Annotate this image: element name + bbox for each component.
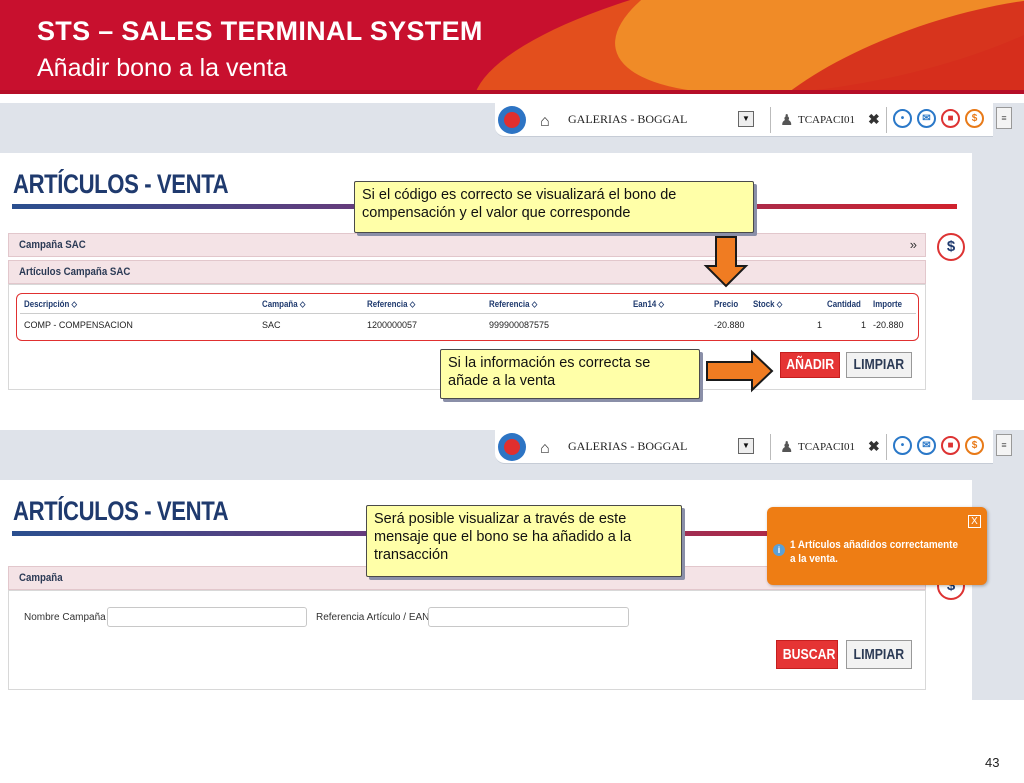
lock-icon[interactable]: ■ <box>941 109 960 128</box>
section-articles-campaign: Artículos Campaña SAC <box>8 260 926 284</box>
campaign-form <box>8 590 926 690</box>
table-cell: -20.880 <box>714 320 745 330</box>
callout-toast-message: Será posible visualizar a través de este… <box>366 505 682 577</box>
table-cell: 1 <box>817 320 823 330</box>
store-select[interactable]: GALERIAS - BOGGAL <box>568 439 688 453</box>
table-cell: 999900087575 <box>489 320 550 330</box>
table-cell: 1200000057 <box>367 320 418 330</box>
home-icon[interactable]: ⌂ <box>540 440 550 457</box>
dropdown-arrow-icon[interactable]: ▼ <box>738 111 754 127</box>
clear-button-label: LIMPIAR <box>853 356 905 373</box>
header-divider <box>20 313 916 314</box>
add-button-label: AÑADIR <box>786 356 835 373</box>
user-name: TCAPACI01 <box>798 441 856 453</box>
logo-icon[interactable] <box>498 433 526 461</box>
clear-button[interactable]: LIMPIAR <box>846 640 912 669</box>
table-cell: 1 <box>861 320 867 330</box>
table-cell: SAC <box>262 320 281 330</box>
callout-info-correct: Si la información es correcta se añade a… <box>440 349 700 399</box>
lock-icon[interactable]: ■ <box>941 436 960 455</box>
column-header[interactable]: Precio <box>714 299 739 309</box>
slide-header: STS – SALES TERMINAL SYSTEM Añadir bono … <box>0 0 1024 94</box>
clear-button[interactable]: LIMPIAR <box>846 352 912 378</box>
document-icon[interactable]: ≡ <box>996 434 1012 456</box>
document-icon[interactable]: ≡ <box>996 107 1012 129</box>
mail-icon[interactable]: ✉ <box>917 436 936 455</box>
column-header[interactable]: Referencia ⬦ <box>489 299 538 309</box>
table-cell: -20.880 <box>873 320 904 330</box>
dollar-icon[interactable]: $ <box>965 436 984 455</box>
campaign-name-label: Nombre Campaña <box>24 612 106 623</box>
section-label: Campaña SAC <box>19 239 86 251</box>
add-button[interactable]: AÑADIR <box>780 352 840 378</box>
info-icon: i <box>773 544 785 556</box>
close-icon[interactable]: ✖ <box>868 111 880 127</box>
page-number: 43 <box>985 755 1000 770</box>
toast-message: 1 Artículos añadidos correctamente a la … <box>790 539 958 565</box>
slide-title: STS – SALES TERMINAL SYSTEM <box>37 16 483 46</box>
callout-code-correct: Si el código es correcto se visualizará … <box>354 181 754 233</box>
chat-icon[interactable]: • <box>893 436 912 455</box>
column-header[interactable]: Cantidad <box>827 299 861 309</box>
search-button[interactable]: BUSCAR <box>776 640 838 669</box>
user-icon: ♟ <box>780 112 794 129</box>
user-name: TCAPACI01 <box>798 114 856 126</box>
dropdown-arrow-icon[interactable]: ▼ <box>738 438 754 454</box>
reference-input[interactable] <box>428 607 629 627</box>
table-cell: COMP - COMPENSACION <box>24 320 133 330</box>
table-highlight <box>16 293 919 341</box>
close-icon[interactable]: ✖ <box>868 438 880 454</box>
section-label: Campaña <box>19 572 63 584</box>
home-icon[interactable]: ⌂ <box>540 113 550 130</box>
column-header[interactable]: Stock ⬦ <box>753 299 783 309</box>
store-select[interactable]: GALERIAS - BOGGAL <box>568 112 688 126</box>
slide-subtitle: Añadir bono a la venta <box>37 54 288 82</box>
page-heading: ARTÍCULOS - VENTA <box>13 496 229 526</box>
search-button-label: BUSCAR <box>782 646 836 663</box>
column-header[interactable]: Importe <box>873 299 903 309</box>
dollar-icon[interactable]: $ <box>965 109 984 128</box>
clear-button-label: LIMPIAR <box>853 646 905 663</box>
user-icon: ♟ <box>780 439 794 456</box>
divider <box>886 434 887 460</box>
page-heading: ARTÍCULOS - VENTA <box>13 169 229 199</box>
column-header[interactable]: Descripción ⬦ <box>24 299 78 309</box>
divider <box>770 107 771 133</box>
chat-icon[interactable]: • <box>893 109 912 128</box>
section-label: Artículos Campaña SAC <box>19 266 131 278</box>
divider <box>886 107 887 133</box>
expand-icon[interactable]: » <box>909 237 917 252</box>
header-divider <box>0 90 1024 94</box>
toast-close-icon[interactable]: X <box>968 515 981 528</box>
column-header[interactable]: Referencia ⬦ <box>367 299 416 309</box>
column-header[interactable]: Campaña ⬦ <box>262 299 306 309</box>
column-header[interactable]: Ean14 ⬦ <box>633 299 665 309</box>
logo-icon[interactable] <box>498 106 526 134</box>
mail-icon[interactable]: ✉ <box>917 109 936 128</box>
section-campaign-sac[interactable]: Campaña SAC » <box>8 233 926 257</box>
success-toast: X i 1 Artículos añadidos correctamente a… <box>767 507 987 585</box>
divider <box>770 434 771 460</box>
campaign-name-input[interactable] <box>107 607 307 627</box>
reference-label: Referencia Artículo / EAN <box>316 612 430 623</box>
dollar-icon[interactable]: $ <box>937 233 965 261</box>
